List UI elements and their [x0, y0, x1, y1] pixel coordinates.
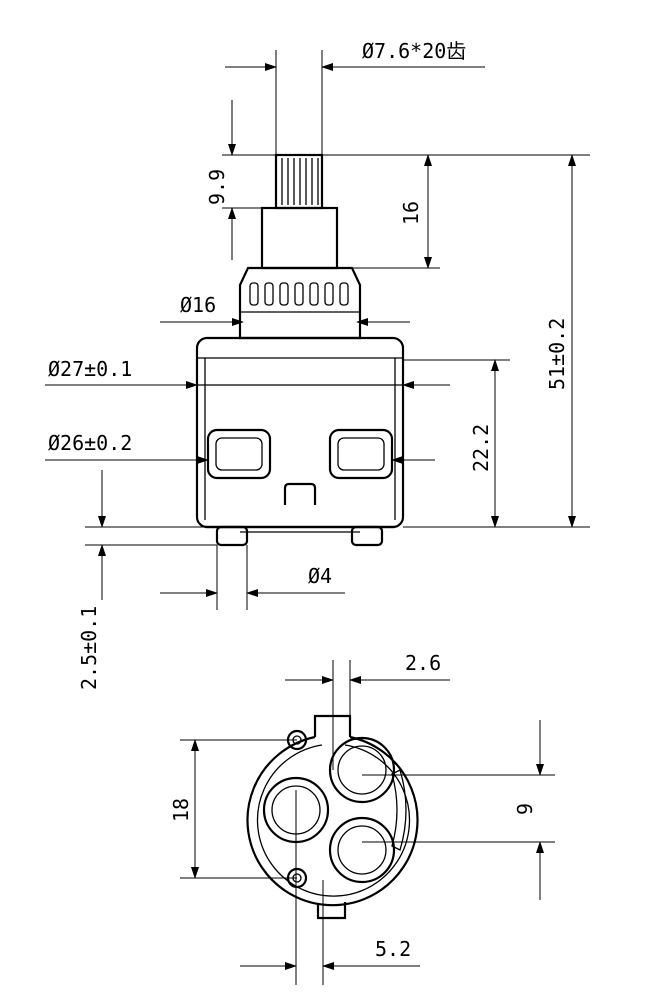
dim-spline: Ø7.6*20齿: [362, 39, 466, 63]
dim-foot-height: 2.5±0.1: [77, 606, 101, 690]
bottom-dimensions: 2.6 18 9 5.2: [169, 651, 555, 985]
dim-stem-height: 9.9: [205, 169, 229, 205]
dim-collar-height: 16: [399, 201, 423, 225]
dim-body-dia-top: Ø27±0.1: [48, 357, 132, 381]
bottom-tab: [316, 902, 347, 920]
dim-slot-width: 2.6: [405, 651, 441, 675]
dim-offset: 5.2: [375, 937, 411, 961]
spline-teeth: [281, 158, 319, 205]
cartridge-body: [195, 336, 405, 529]
dim-hole-spacing: 18: [169, 798, 193, 822]
dim-foot-dia: Ø4: [308, 564, 332, 588]
dim-total-height: 51±0.2: [545, 318, 569, 390]
collar: [260, 206, 339, 270]
dim-ring-dia: Ø16: [180, 293, 216, 317]
base-outline: [246, 735, 419, 907]
dim-port-spacing: 9: [513, 803, 537, 815]
ring-slots: [240, 282, 360, 313]
dim-body-dia: Ø26±0.2: [48, 431, 132, 455]
side-dimensions: Ø7.6*20齿 9.9 16 51±0.2 Ø16 Ø27±0.1 Ø26±0…: [45, 39, 590, 690]
spline-stem: [274, 153, 324, 210]
body-windows: [206, 428, 394, 480]
port-top: [328, 736, 396, 804]
body-notch: [283, 482, 317, 505]
dim-body-height: 22.2: [469, 424, 493, 472]
side-view: [195, 153, 405, 547]
port-bottom: [328, 816, 396, 884]
foot-right: [350, 525, 384, 547]
foot-left: [215, 525, 249, 547]
